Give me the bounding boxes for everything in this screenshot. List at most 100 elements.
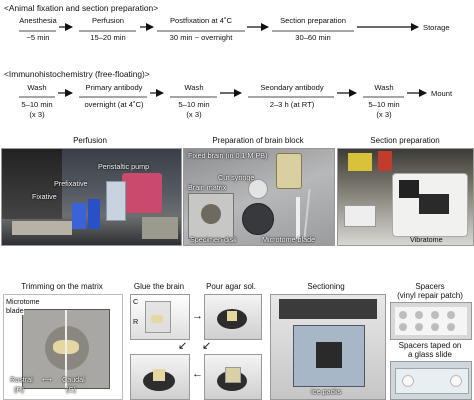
label-fixed-brain: Fixed brain (in 0.1 M PB) [188,151,268,160]
time-wash-2: 5–10 min [178,100,210,109]
agar-block [227,311,237,321]
trimming-photo: Microtome blade Rostral (R) ⟷ Caudal (C) [3,294,123,400]
label-rostral: Rostral [10,375,33,384]
label-vibratome: Vibratome [410,235,443,244]
trimming-matrix [22,309,110,389]
bench-tray [12,221,72,235]
time-primary-antibody: overnight (at 4˚C) [84,100,144,109]
forceps [303,189,311,239]
glue-photo-2 [130,354,190,400]
label-peristaltic-pump: Peristaltic pump [98,162,150,171]
agar-title: Pour agar sol. [206,282,256,291]
brain-matrix [188,193,234,239]
vibratome-body [392,173,468,237]
time-section-preparation: 30–60 min [295,33,331,42]
step-primary-antibody: Primary antibody [85,83,143,92]
spacer-hole [431,311,439,319]
time-postfixation: 30 min ~ overnight [169,33,233,42]
spacer-hole [399,311,407,319]
glue-photo: C R [130,294,190,340]
machine-head [279,299,377,319]
label-prefixative: Prefixative [54,179,88,188]
specimen-disk [242,203,274,235]
label-caudal: Caudal [62,375,85,384]
brain-block-title: Preparation of brain block [212,136,304,145]
spacer-taped [450,375,462,387]
repeat-wash-3: (x 3) [376,110,392,119]
agar-photo-2 [204,354,262,400]
brain-block [153,369,165,381]
spacers-title-1: Spacers [415,282,445,291]
spacer-hole [447,323,455,331]
time-perfusion: 15–20 min [90,33,126,42]
vibratome-bath [419,194,449,214]
fixative-bottle [72,203,86,229]
syringe-ring [248,179,268,199]
glass-slide [395,368,469,394]
sectioning-title: Sectioning [307,282,345,291]
label-microtome: Microtome [6,297,40,306]
label-brain-matrix: Brain matrix [188,183,227,192]
sectioning-photo: Ice packs [270,294,386,400]
spacer-hole [399,323,407,331]
step-secondary-antibody: Seondary antibody [260,83,324,92]
label-r: R [133,317,139,326]
step-wash-3: Wash [374,83,394,92]
red-bottle [378,151,392,171]
label-c: C [133,297,139,306]
time-anesthesia: ~5 min [26,33,50,42]
label-blade: blade [6,306,24,315]
brain-block-photo: Fixed brain (in 0.1 M PB) Cut syringe Br… [183,148,335,246]
section-prep-title: Section preparation [370,136,440,145]
spacers-title-2: (vinyl repair patch) [397,291,463,300]
agar-photo [204,294,262,340]
label-ice-packs: Ice packs [311,387,342,396]
trimming-title: Trimming on the matrix [21,282,103,291]
disk [143,371,175,391]
label-fixative: Fixative [32,192,57,201]
time-wash-3: 5–10 min [368,100,400,109]
container [142,217,178,239]
step-wash-1: Wash [27,83,47,92]
vinyl-patch [395,307,467,335]
vibratome-head [399,180,419,198]
spacers-photo [390,302,472,340]
perfusion-title: Perfusion [73,136,107,145]
step-wash-2: Wash [184,83,204,92]
spacer-hole [415,323,423,331]
hood-frame [2,149,62,219]
arrow-right: → [192,310,203,322]
label-cut-syringe: Cut syringe [218,173,255,182]
arrow-down-left-2: ↙ [178,340,188,352]
spacers-taped-1: Spacers taped on [398,341,462,350]
step-section-preparation: Section preparation [280,16,346,25]
yellow-box [348,153,372,171]
label-caudal-abbr: (C) [66,385,76,394]
rostral-caudal-arrow: ⟷ [42,375,53,384]
step-postfixation: Postfixation at 4˚C [169,16,233,25]
step-mount: Mount [431,89,453,98]
step-perfusion: Perfusion [91,16,125,25]
well-plate [344,205,376,227]
spacers-taped-2: a glass slide [407,350,453,359]
pump-bottle [122,173,162,213]
time-secondary-antibody: 2–3 h (at RT) [269,100,315,109]
step-storage: Storage [423,23,450,32]
repeat-wash-1: (x 3) [29,110,45,119]
brain-tube [276,153,302,189]
label-specimen-disk: Specimen disk [190,235,237,244]
microtome-blade-strip [296,197,300,239]
section1-header: <Animal fixation and section preparation… [4,3,159,13]
spacer-taped [402,375,414,387]
spacer-hole [447,311,455,319]
specimen-tray [316,342,342,368]
step-anesthesia: Anesthesia [19,16,57,25]
blade-line [65,310,67,388]
glass-slide-photo [390,361,472,400]
label-microtome-blade: Microtome blade [262,235,316,244]
prefixative-bottle [88,199,100,229]
matrix-well [201,204,221,224]
glued-brain [151,315,163,323]
label-rostral-abbr: (R) [14,385,24,394]
